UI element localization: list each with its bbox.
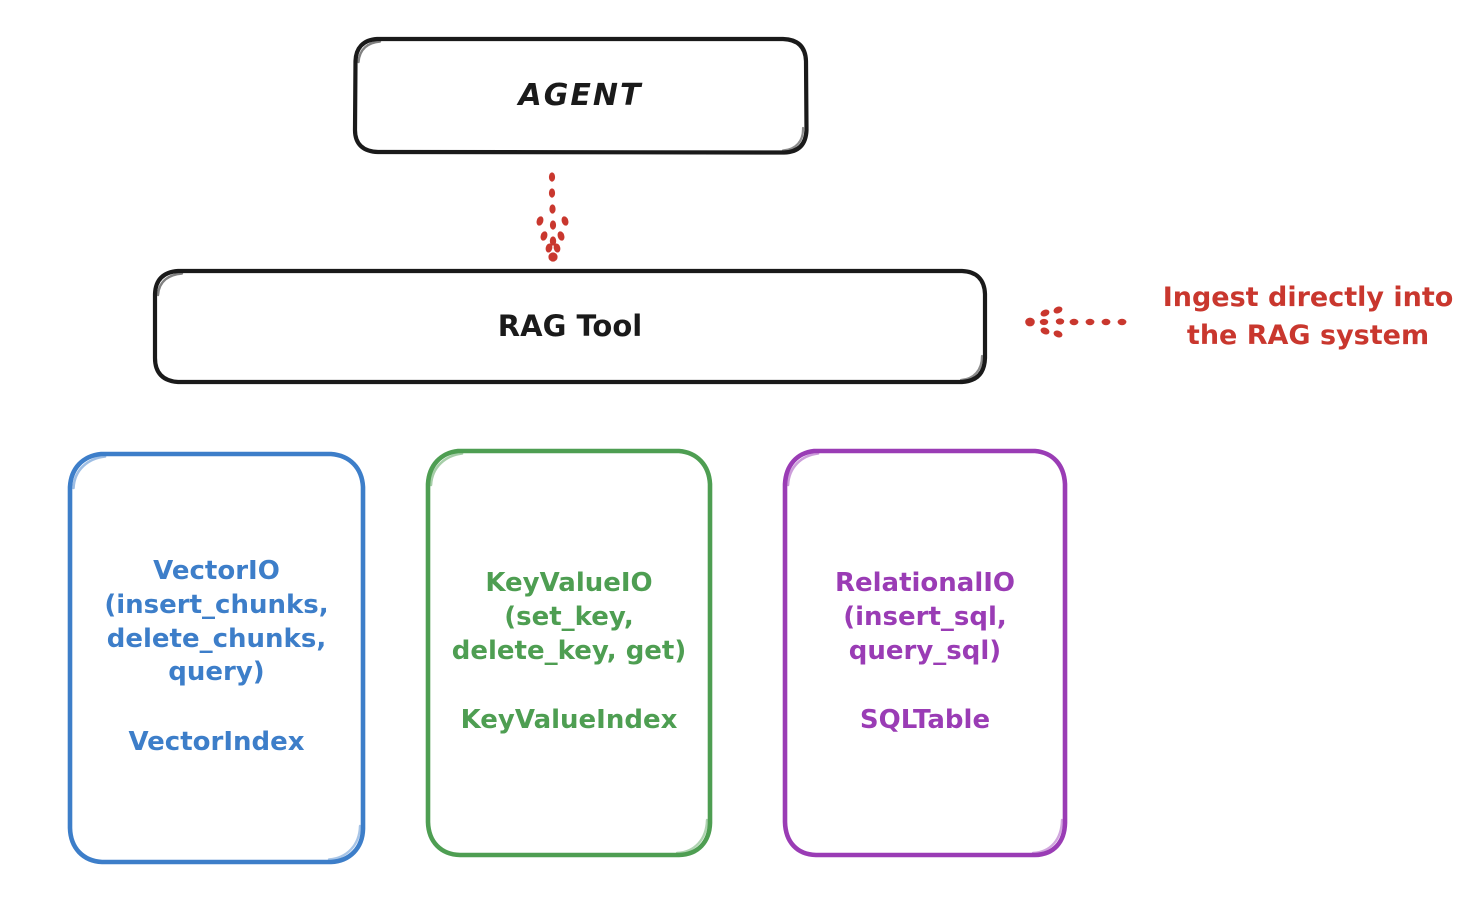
vector-store-node-shape[interactable]: [67, 451, 366, 865]
keyvalue-store-node-shape[interactable]: [425, 448, 713, 858]
relational-store-node-shape[interactable]: [782, 448, 1068, 858]
agent-node-shape[interactable]: [352, 36, 809, 155]
ingest-arrow-connector: [1025, 306, 1127, 338]
rag-tool-node-shape[interactable]: [152, 268, 988, 385]
agent-to-rag-connector: [536, 172, 569, 262]
